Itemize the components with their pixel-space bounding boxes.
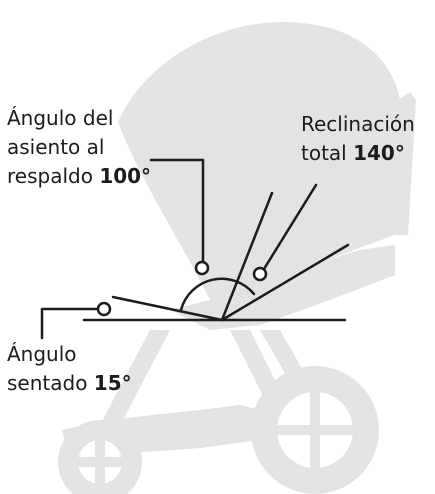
total-recline-leader (262, 183, 318, 271)
sitting-angle-label: Ángulo sentado 15° (7, 340, 132, 398)
wheel-spokes (78, 392, 353, 484)
total-recline-line-2-text: total (301, 141, 354, 165)
handlebar (396, 92, 416, 235)
sitting-dot (96, 301, 112, 317)
total-recline-line-1: Reclinación (301, 112, 415, 136)
total-recline-dot (252, 266, 268, 282)
seat-back-line-2: asiento al (7, 135, 105, 159)
total-recline-value: 140° (353, 141, 405, 165)
sitting-angle-value: 15° (93, 371, 132, 395)
seat-back-leader (149, 158, 205, 264)
seat-back-angle-value: 100° (99, 164, 152, 188)
seat-back-line-3-text: respaldo (7, 164, 100, 188)
callout-lines (40, 158, 318, 340)
callout-dots (96, 260, 268, 317)
stroller-silhouette-icon (58, 21, 416, 494)
backrest-line (220, 191, 274, 322)
canopy-hood (118, 21, 408, 301)
sitting-leader (40, 307, 100, 340)
total-recline-label: Reclinación total 140° (301, 110, 415, 168)
sitting-line-2: sentado 15° (7, 369, 132, 398)
frame-bar-front (92, 330, 170, 445)
sitting-line-1: Ángulo (7, 342, 77, 366)
angle-lines (82, 191, 350, 322)
seat-angle-line (111, 295, 224, 322)
seat-back-angle-label: Ángulo del asiento al respaldo 100° (7, 104, 151, 191)
sitting-line-2-text: sentado (7, 371, 94, 395)
seat-back-line-3: respaldo 100° (7, 162, 151, 191)
angle-arc (179, 277, 256, 312)
seat-back-line-1: Ángulo del (7, 106, 114, 130)
total-recline-line (220, 243, 350, 322)
total-recline-line-2: total 140° (301, 139, 415, 168)
seat-back-dot (194, 260, 210, 276)
